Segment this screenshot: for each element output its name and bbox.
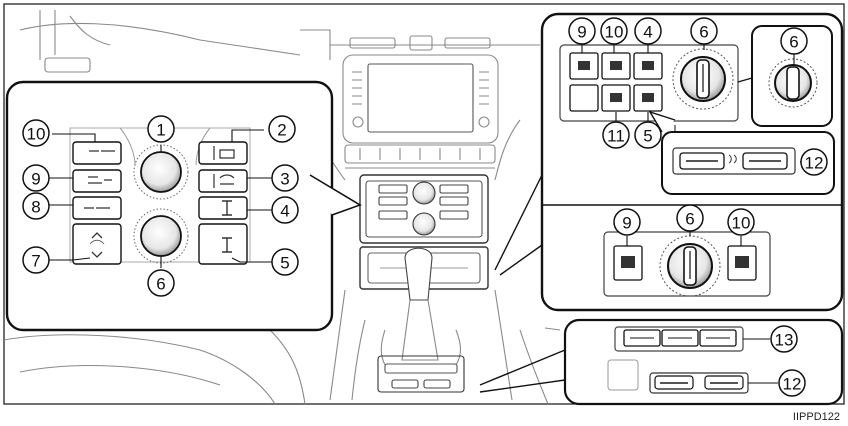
callout-9-top [568, 17, 596, 45]
seat-heater-right-button [198, 223, 248, 265]
callout-4-top [634, 17, 662, 45]
callout-12-bottom [778, 369, 806, 397]
callout-9-left-label: 9 [31, 170, 40, 189]
callout-8 [22, 192, 50, 220]
callout-13-label: 13 [775, 331, 794, 350]
left-inset [5, 80, 362, 332]
callout-6-small-label: 6 [789, 33, 798, 52]
callout-6-top [690, 17, 718, 45]
callout-10-top-label: 10 [605, 23, 624, 42]
callout-12-top [800, 148, 828, 176]
callout-2 [268, 115, 296, 143]
callout-9-left [22, 164, 50, 192]
temperature-knob [133, 144, 189, 200]
callout-1 [147, 115, 175, 143]
callout-10-bottom [727, 208, 755, 236]
callout-6-top-label: 6 [699, 23, 708, 42]
callout-9-bottom-label: 9 [622, 214, 631, 233]
callout-4-top-label: 4 [643, 23, 652, 42]
callout-11-label: 11 [607, 127, 625, 146]
callout-11 [602, 121, 630, 149]
callout-13 [770, 325, 798, 353]
callout-9-bottom [613, 208, 641, 236]
callout-5-left [271, 248, 299, 276]
seat-heater-left-button [198, 196, 248, 220]
front-defroster-button [198, 169, 248, 193]
callout-4-left-label: 4 [280, 202, 289, 221]
callout-3-label: 3 [280, 170, 289, 189]
callout-6-bottom-label: 6 [685, 210, 694, 229]
sync-button [72, 169, 122, 193]
figure-code: IIPPD122 [792, 411, 840, 423]
right-button-column [198, 141, 248, 265]
callout-7-label: 7 [31, 252, 40, 271]
callout-6-left [147, 269, 175, 297]
fan-knob [133, 208, 189, 264]
callout-6-bottom [676, 204, 704, 232]
rear-defogger-button [198, 141, 248, 165]
blank-switch [569, 84, 599, 112]
callouts [22, 17, 828, 397]
callout-3 [271, 164, 299, 192]
right-inset-panel [494, 12, 844, 312]
callout-6-small [780, 27, 808, 55]
callout-8-label: 8 [31, 198, 40, 217]
air-intake-button [72, 141, 122, 165]
left-button-column [72, 141, 122, 265]
drive-mode-dial-lower [659, 235, 721, 297]
callout-10-top [600, 17, 628, 45]
callout-9-top-label: 9 [577, 23, 586, 42]
callout-2-label: 2 [277, 121, 286, 140]
interior-background [3, 3, 845, 405]
callout-12-bottom-label: 12 [783, 375, 802, 394]
callout-5-top-label: 5 [643, 127, 652, 146]
fan-speed-rocker [72, 223, 122, 265]
callout-7 [22, 246, 50, 274]
drive-mode-dial-upper [672, 48, 734, 110]
callout-10-bottom-label: 10 [732, 214, 751, 233]
callout-4-left [271, 196, 299, 224]
callout-12-top-label: 12 [805, 154, 824, 173]
callout-5-left-label: 5 [280, 254, 289, 273]
callout-6-left-label: 6 [156, 275, 165, 294]
callout-5-top [634, 121, 662, 149]
drive-mode-dial-small [768, 58, 818, 108]
callout-10-left [22, 119, 50, 147]
callout-1-label: 1 [156, 121, 165, 140]
callout-10-left-label: 10 [27, 125, 46, 144]
